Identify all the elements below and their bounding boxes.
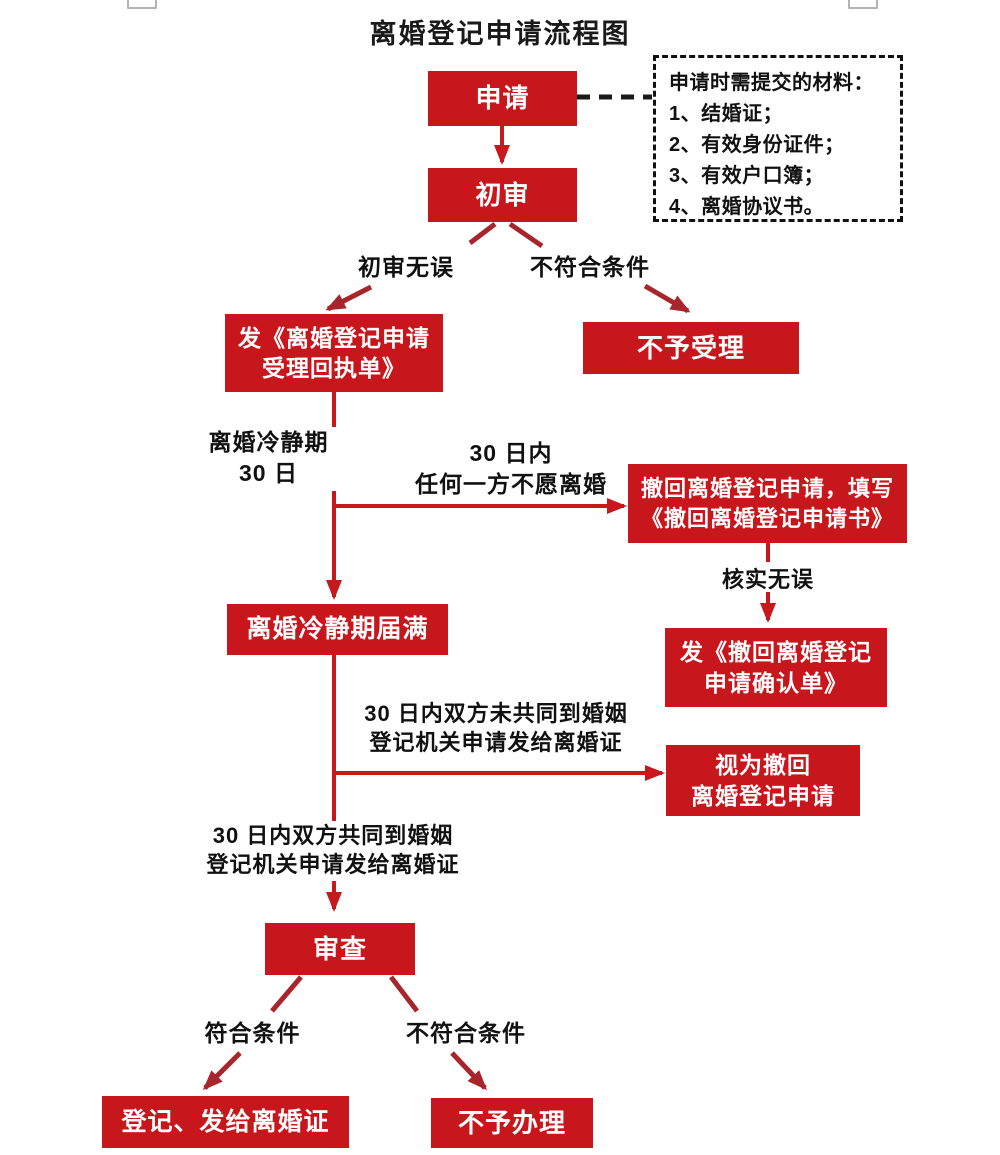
- arrow-unqualified-reject: [450, 1051, 488, 1091]
- label-initial-ok: 初审无误: [358, 254, 454, 280]
- materials-note: 申请时需提交的材料： 1、结婚证； 2、有效身份证件； 3、有效户口簿； 4、离…: [653, 55, 903, 222]
- note-line: 2、有效身份证件；: [669, 134, 845, 156]
- node-not-accepted: 不予受理: [583, 322, 799, 374]
- node-not-processed: 不予办理: [431, 1098, 593, 1148]
- node-initial-review: 初审: [428, 168, 577, 222]
- label-within30-not-together: 30 日内双方未共同到婚姻 登记机关申请发给离婚证: [364, 701, 628, 756]
- stub-final-right: [389, 975, 419, 1013]
- label-verify-ok: 核实无误: [721, 567, 814, 592]
- node-withdraw-request: 撤回离婚登记申请，填写 《撤回离婚登记申请书》: [628, 464, 907, 543]
- node-deemed-withdrawn: 视为撤回 离婚登记申请: [666, 745, 860, 816]
- page-artifact-left: [127, 0, 157, 9]
- node-apply: 申请: [428, 71, 577, 126]
- note-line: 4、离婚协议书。: [669, 196, 825, 218]
- label-qualified: 符合条件: [204, 1020, 301, 1046]
- label-within30-unwilling: 30 日内 任何一方不愿离婚: [415, 440, 607, 497]
- label-not-qualified-1: 不符合条件: [530, 254, 650, 280]
- node-final-review: 审查: [265, 923, 415, 975]
- stub-review-left: [468, 222, 497, 245]
- note-line: 1、结婚证；: [669, 103, 784, 125]
- diagram-title: 离婚登记申请流程图: [369, 19, 631, 49]
- arrow-bad-reject: [643, 283, 691, 314]
- node-withdraw-confirm: 发《撤回离婚登记 申请确认单》: [665, 628, 887, 707]
- stub-final-left: [270, 975, 303, 1013]
- note-line: 3、有效户口簿；: [669, 165, 825, 187]
- note-line: 申请时需提交的材料：: [669, 72, 874, 94]
- label-not-qualified-2: 不符合条件: [406, 1020, 526, 1046]
- node-register-issue: 登记、发给离婚证: [102, 1096, 349, 1148]
- arrow-ok-receipt: [325, 284, 373, 312]
- node-receipt: 发《离婚登记申请 受理回执单》: [225, 314, 443, 392]
- node-cooling-expired: 离婚冷静期届满: [227, 604, 448, 655]
- label-within30-together: 30 日内双方共同到婚姻 登记机关申请发给离婚证: [200, 821, 466, 881]
- label-cooling-period: 离婚冷静期 30 日: [196, 427, 341, 491]
- page-artifact-right: [848, 0, 878, 9]
- arrow-qualified-register: [202, 1051, 242, 1091]
- stub-review-right: [508, 221, 544, 249]
